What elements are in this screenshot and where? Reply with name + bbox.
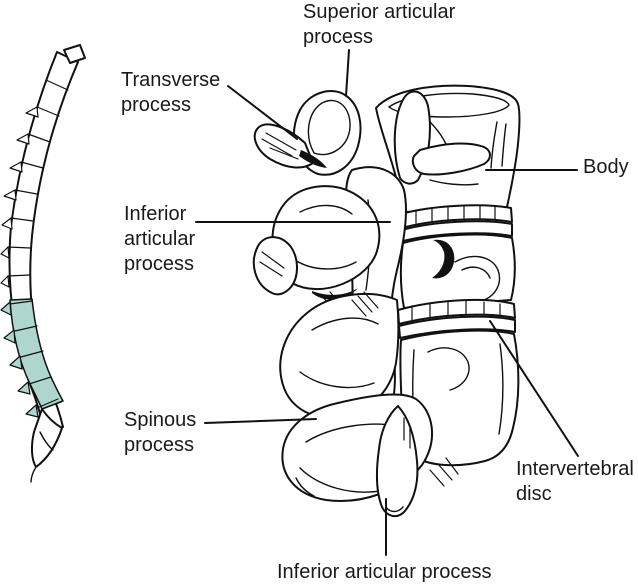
label-inferior-articular-process-bottom: Inferior articular process xyxy=(277,561,492,583)
label-body: Body xyxy=(583,156,629,178)
intervertebral-disc-upper xyxy=(400,204,513,229)
leader-spinous-process xyxy=(204,418,317,424)
label-superior-articular-process: Superior articular process xyxy=(303,1,456,48)
vertebral-body-2 xyxy=(399,233,516,309)
leader-intervertebral-disc xyxy=(489,320,579,457)
label-intervertebral-disc: Intervertebral disc xyxy=(516,458,634,505)
inferior-articular-process-bottom-shape xyxy=(376,405,419,518)
vertebra-segment-ticks xyxy=(7,79,69,409)
leader-superior-articular-process xyxy=(345,49,350,97)
intervertebral-disc-labeled xyxy=(397,298,516,325)
leader-transverse-process xyxy=(227,85,298,140)
label-inferior-articular-process: Inferior articular process xyxy=(124,203,196,275)
lumbar-vertebrae-illustration xyxy=(252,84,521,518)
lumbar-highlight xyxy=(9,298,64,410)
spine-inset-illustration xyxy=(0,44,86,483)
label-spinous-process: Spinous process xyxy=(124,409,197,456)
leader-lines xyxy=(195,49,579,556)
label-transverse-process: Transverse process xyxy=(121,69,221,116)
